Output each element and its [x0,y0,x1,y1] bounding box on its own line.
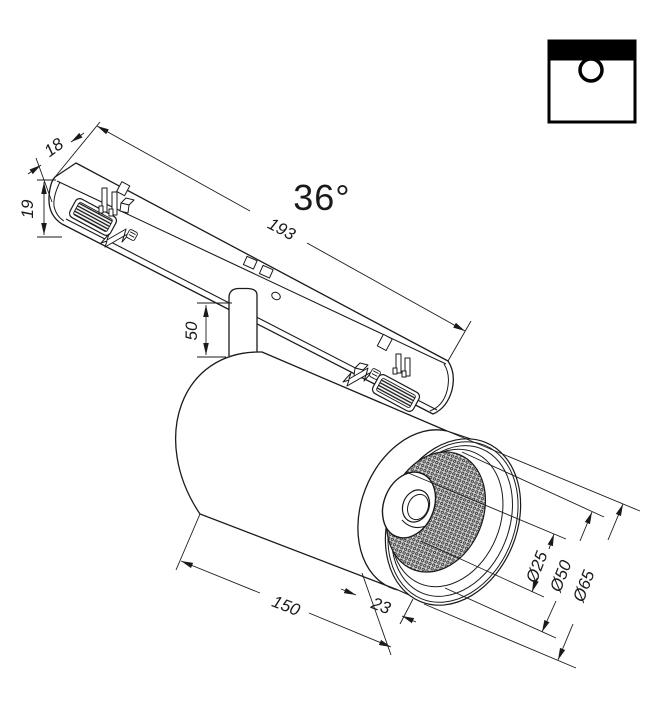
label-reflector-diameter: Ø50 [546,557,576,595]
dim-stem-height [197,302,232,358]
dim-head-diameter [423,430,641,669]
mount-hole-left [116,181,131,197]
dim-lens-diameter [405,471,567,598]
tab-1 [242,255,258,270]
ceiling-mount-icon [547,39,637,124]
label-rail-height: 19 [18,199,37,218]
rail-middle-details [242,255,281,301]
magnetic-connector-left [68,181,138,248]
body-silhouette [175,351,448,591]
spring-clip-right [392,353,411,378]
spotlight-stem [228,287,258,356]
label-head-ring-length: 23 [368,593,394,618]
dim-head-ring-length [340,587,417,625]
label-lens-diameter: Ø25 [522,548,552,586]
screw-icon-left [126,229,138,241]
beam-angle-label: 36° [293,177,350,218]
label-stem-height: 50 [182,321,201,340]
ceiling-bar [547,39,637,61]
label-rail-depth: 18 [41,134,68,161]
lens-outer [401,489,431,523]
latch-box-left [119,197,135,214]
mount-hole-right [376,333,393,352]
lens-shadow-arc [401,519,427,528]
screw-hole [271,291,281,301]
lens-holder [381,471,437,539]
label-head-diameter: Ø65 [569,567,599,605]
dim-rail-height [37,179,62,238]
tab-2 [258,264,274,279]
spring-clip-left [98,187,118,217]
rail-left-cap-line [53,181,65,222]
dim-rail-length [54,121,472,362]
label-body-length: 150 [269,592,303,620]
dim-reflector-diameter [444,451,605,639]
dimension-lines [27,121,641,669]
lamp-face [381,438,522,606]
dim-body-length [175,513,392,656]
magnetic-connector-right [342,333,421,412]
label-rail-length: 193 [265,214,299,244]
recessed-lamp-circle [578,57,604,83]
rail-right-cap-line [429,363,449,412]
lens-inner [407,493,429,521]
